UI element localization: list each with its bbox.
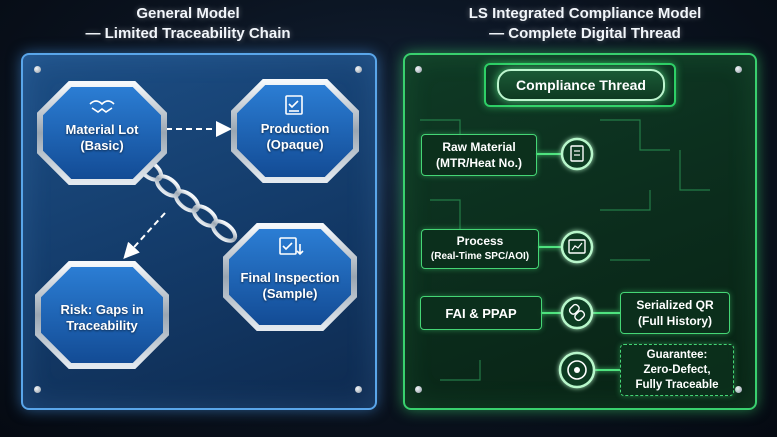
handshake-icon [89, 100, 115, 113]
thread-title-frame [484, 63, 676, 107]
screw-icon [34, 386, 41, 393]
box-serialized-qr: Serialized QR (Full History) [620, 292, 730, 334]
screw-icon [415, 66, 422, 73]
octagon-final-inspection [223, 223, 357, 331]
right-title: LS Integrated Compliance Model — Complet… [468, 5, 702, 42]
screw-icon [34, 66, 41, 73]
target-icon [558, 351, 596, 389]
document-icon [560, 137, 594, 171]
box-raw-material: Raw Material (MTR/Heat No.) [421, 134, 537, 176]
node-material-lot: Material Lot (Basic) [65, 122, 139, 153]
node-final-inspection: Final Inspection (Sample) [240, 270, 340, 301]
chart-icon [560, 230, 594, 264]
thread-title: Compliance Thread [497, 69, 665, 101]
check-download-icon [279, 237, 304, 256]
octagon-material-lot [37, 81, 167, 185]
node-production: Production (Opaque) [260, 121, 330, 152]
octagon-risk [35, 261, 169, 369]
left-title: General Model — Limited Traceability Cha… [85, 5, 291, 42]
screw-icon [735, 66, 742, 73]
thread-connectors [535, 153, 620, 371]
checklist-icon [285, 95, 303, 115]
screw-icon [355, 386, 362, 393]
node-risk: Risk: Gaps in Traceability [60, 302, 144, 333]
screw-icon [415, 386, 422, 393]
screw-icon [355, 66, 362, 73]
screw-icon [735, 386, 742, 393]
box-process: Process (Real-Time SPC/AOI) [421, 229, 539, 269]
chain-icon [136, 158, 238, 243]
box-fai-ppap: FAI & PPAP [420, 296, 542, 330]
link-icon [560, 296, 594, 330]
circuit-traces [420, 119, 710, 381]
box-guarantee: Guarantee: Zero-Defect, Fully Traceable [620, 344, 734, 396]
octagon-production [231, 79, 359, 183]
